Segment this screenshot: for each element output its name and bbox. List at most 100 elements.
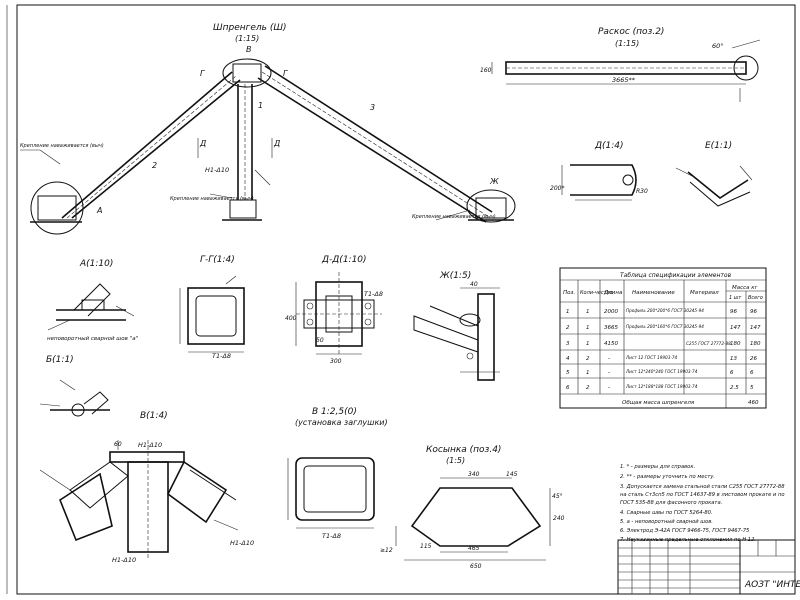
spec-footer-value: 460: [748, 400, 759, 406]
label-pos3: 3: [370, 103, 375, 112]
spec-cell: -: [608, 385, 610, 391]
brace-title: Раскос (поз.2): [598, 27, 664, 37]
brace-scale: (1:15): [615, 39, 639, 48]
spec-cell: 147: [730, 325, 741, 331]
brace-view: [491, 39, 761, 102]
spec-cell: 2: [586, 385, 590, 391]
note-line: 6. Электрод Э-42А ГОСТ 9466-75, ГОСТ 946…: [620, 528, 750, 534]
gg-section-view: [179, 275, 245, 353]
spec-cell: Лист 12*240*240 ГОСТ 19903-74: [625, 369, 698, 374]
label-g2: Г: [283, 69, 288, 78]
label-a: А: [96, 206, 102, 215]
label-g: Г: [200, 69, 205, 78]
title-block-company: АОЗТ "ИНТЕХ": [744, 580, 800, 590]
zh-detail-title: Ж(1:5): [439, 271, 471, 281]
e-detail-view: [675, 165, 753, 207]
zh-detail-view: [413, 287, 500, 381]
dd-dim2: 50: [316, 337, 324, 344]
weld-label-truss: Н1-Δ10: [205, 166, 229, 174]
dd-weld-label: Т1-Δ8: [364, 290, 383, 298]
b-detail-view: [39, 379, 110, 417]
spec-th-mass: Масса кг: [732, 285, 758, 291]
spec-cell: Профиль 200*160*6 ГОСТ 30245-94: [626, 324, 704, 329]
note-fix-right: Крепление наваживается (выч): [412, 214, 496, 220]
spec-th-name: Наименование: [632, 290, 675, 296]
spec-cell: 4: [566, 356, 570, 362]
spec-row-6: 6 2 - Лист 12*188*188 ГОСТ 19903-74 2.5 …: [566, 384, 754, 391]
gg-section-title: Г-Г(1:4): [200, 255, 235, 265]
truss-title: Шпренгель (Ш): [213, 23, 286, 33]
spec-cell: 13: [730, 356, 737, 362]
d-detail-view: [561, 164, 637, 201]
dd-dim1: 300: [330, 358, 342, 365]
spec-cell: -: [608, 370, 610, 376]
spec-th-total: Всего: [748, 295, 763, 301]
spec-th-qty: Коли-чество: [580, 290, 613, 296]
note-line: 1. * - размеры для справок.: [620, 464, 695, 470]
spec-cell: 2.5: [730, 385, 739, 391]
spec-cell: 1: [566, 309, 570, 315]
label-v: В: [246, 45, 252, 54]
cap-weld-label: Т1-Δ8: [322, 532, 341, 540]
d-detail-title: Д(1:4): [594, 141, 624, 151]
gusset-dim-5: 240: [553, 515, 565, 522]
gusset-scale: (1:5): [446, 456, 465, 465]
v-dim: 60: [114, 441, 122, 448]
label-pos1: 1: [258, 101, 263, 110]
d-detail-dim: 200*: [550, 185, 564, 192]
dd-section-title: Д-Д(1:10): [321, 255, 367, 265]
spec-cell: 6: [566, 385, 570, 391]
label-pos2: 2: [152, 161, 157, 170]
gusset-view: [395, 477, 551, 561]
brace-angle: 60°: [712, 42, 724, 50]
gusset-dim-7: ≥12: [380, 547, 393, 554]
spec-th-pos: Поз.: [563, 290, 575, 296]
spec-row-1: 1 1 2000 Профиль 200*200*6 ГОСТ 30245-94…: [566, 308, 757, 315]
spec-cell: 5: [750, 385, 754, 391]
spec-table-title: Таблица спецификации элементов: [620, 272, 732, 279]
label-d: Д: [199, 139, 206, 148]
note-fix-left: Крепление наваживается (выч): [20, 143, 104, 149]
note-line: 5. а - неповоротный сварной шов.: [620, 519, 713, 525]
brace-height: 160: [480, 67, 492, 74]
spec-cell: 5: [566, 370, 570, 376]
notes-block: 1. * - размеры для справок. 2. ** - разм…: [620, 464, 785, 543]
spec-row-4: 4 2 - Лист 12 ГОСТ 19903-74 13 26: [566, 355, 757, 362]
spec-cell: 6: [730, 370, 734, 376]
note-line: 2. ** - размеры уточнить по месту.: [620, 474, 715, 480]
note-line: ГОСТ 535-88 для фасонного проката.: [620, 500, 722, 506]
v-weld-label: Н1-Δ10: [138, 441, 162, 449]
label-zh: Ж: [489, 177, 499, 186]
cap-detail-view: [287, 457, 375, 529]
gusset-dim-6: 45°: [552, 493, 563, 500]
v-weld-label-3: Н1-Δ10: [112, 556, 136, 564]
spec-cell: 2: [566, 325, 570, 331]
spec-cell: 96: [750, 309, 757, 315]
label-d2: Д: [273, 139, 280, 148]
spec-th-each: 1 шт: [729, 295, 742, 301]
gusset-title: Косынка (поз.4): [426, 445, 501, 455]
spec-cell: С255 ГОСТ 27772-88: [686, 341, 731, 346]
spec-row-5: 5 1 - Лист 12*240*240 ГОСТ 19903-74 6 6: [566, 369, 754, 376]
v-weld-label-2: Н1-Δ10: [230, 539, 254, 547]
spec-cell: 3: [566, 341, 570, 347]
spec-cell: -: [608, 356, 610, 362]
spec-cell: 96: [730, 309, 737, 315]
spec-cell: 4150: [604, 341, 618, 347]
cap-detail-title: В 1:2,5(0): [312, 407, 357, 417]
d-detail-radius: R30: [636, 188, 648, 195]
spec-row-2: 2 1 3665 Профиль 200*160*6 ГОСТ 30245-94…: [566, 324, 761, 331]
gusset-dim-2: 465: [468, 545, 480, 552]
spec-cell: 2000: [604, 309, 618, 315]
note-fix-center: Крепление наваживается (выч): [170, 196, 254, 202]
gusset-dim-3: 650: [470, 563, 482, 570]
truss-scale: (1:15): [235, 34, 259, 43]
spec-cell: Лист 12 ГОСТ 19903-74: [625, 355, 678, 360]
spec-cell: 147: [750, 325, 761, 331]
spec-cell: 2: [586, 356, 590, 362]
spec-cell: 180: [730, 341, 741, 347]
gg-weld-label: Т1-Δ8: [212, 352, 231, 360]
cap-detail-sub: (установка заглушки): [295, 418, 388, 427]
